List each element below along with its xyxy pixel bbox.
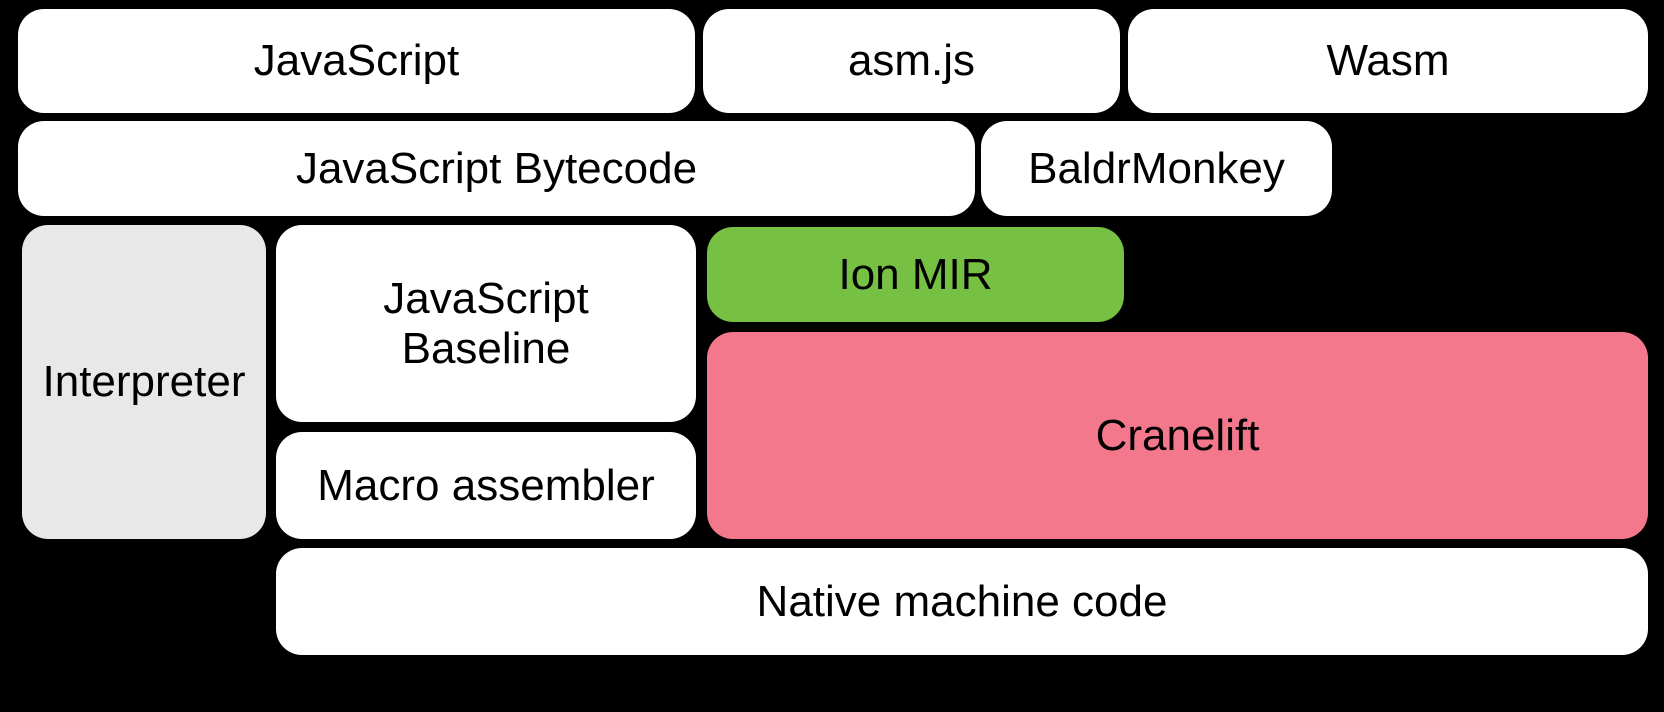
node-macro-assembler: Macro assembler	[276, 432, 696, 539]
node-ion-mir: Ion MIR	[707, 227, 1124, 322]
node-javascript: JavaScript	[18, 9, 695, 113]
node-cranelift: Cranelift	[707, 332, 1648, 539]
node-asmjs: asm.js	[703, 9, 1120, 113]
node-wasm: Wasm	[1128, 9, 1648, 113]
node-native-machine-code: Native machine code	[276, 548, 1648, 655]
node-interpreter: Interpreter	[22, 225, 266, 539]
node-baldrmonkey: BaldrMonkey	[981, 121, 1332, 216]
node-javascript-bytecode: JavaScript Bytecode	[18, 121, 975, 216]
node-javascript-baseline: JavaScript Baseline	[276, 225, 696, 422]
